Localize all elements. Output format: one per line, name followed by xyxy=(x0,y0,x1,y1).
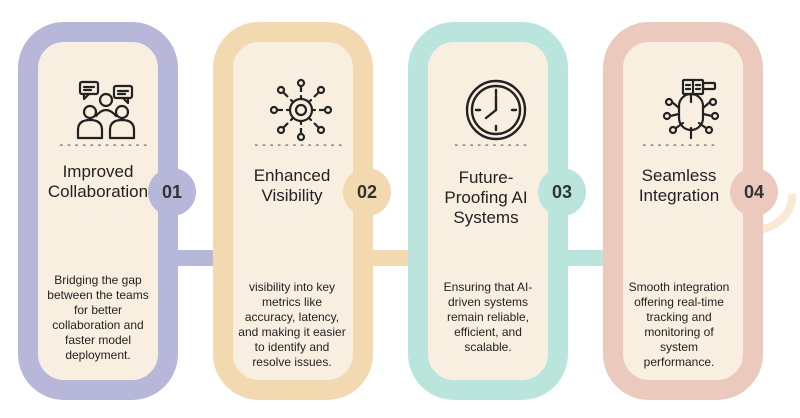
clock-icon xyxy=(464,78,528,142)
step-card-3 xyxy=(408,22,568,400)
step-2-title: Enhanced Visibility xyxy=(253,166,331,205)
step-card-4 xyxy=(603,22,763,400)
step-1-divider: ------------ xyxy=(58,138,150,151)
step-3-title: Future- Proofing AI Systems xyxy=(444,168,528,227)
step-1-number-badge: 01 xyxy=(148,168,196,216)
step-4-title: Seamless Integration xyxy=(638,166,720,205)
gear-network-icon xyxy=(269,78,333,142)
step-3-divider: ---------- xyxy=(453,138,530,151)
step-2-number-badge: 02 xyxy=(343,168,391,216)
step-1-title: Improved Collaboration xyxy=(47,162,149,201)
integration-hub-icon xyxy=(659,78,723,142)
step-2-divider: ------------ xyxy=(253,138,345,151)
step-card-2 xyxy=(213,22,373,400)
step-1-description: Bridging the gap between the teams for b… xyxy=(47,273,149,362)
step-3-description: Ensuring that AI-driven systems remain r… xyxy=(443,280,533,354)
step-2-description: visibility into key metrics like accurac… xyxy=(238,280,346,369)
step-3-number-badge: 03 xyxy=(538,168,586,216)
people-discussion-icon xyxy=(74,78,138,142)
step-4-description: Smooth integration offering real-time tr… xyxy=(628,280,730,369)
step-4-number-badge: 04 xyxy=(730,168,778,216)
step-4-divider: ---------- xyxy=(641,138,718,151)
